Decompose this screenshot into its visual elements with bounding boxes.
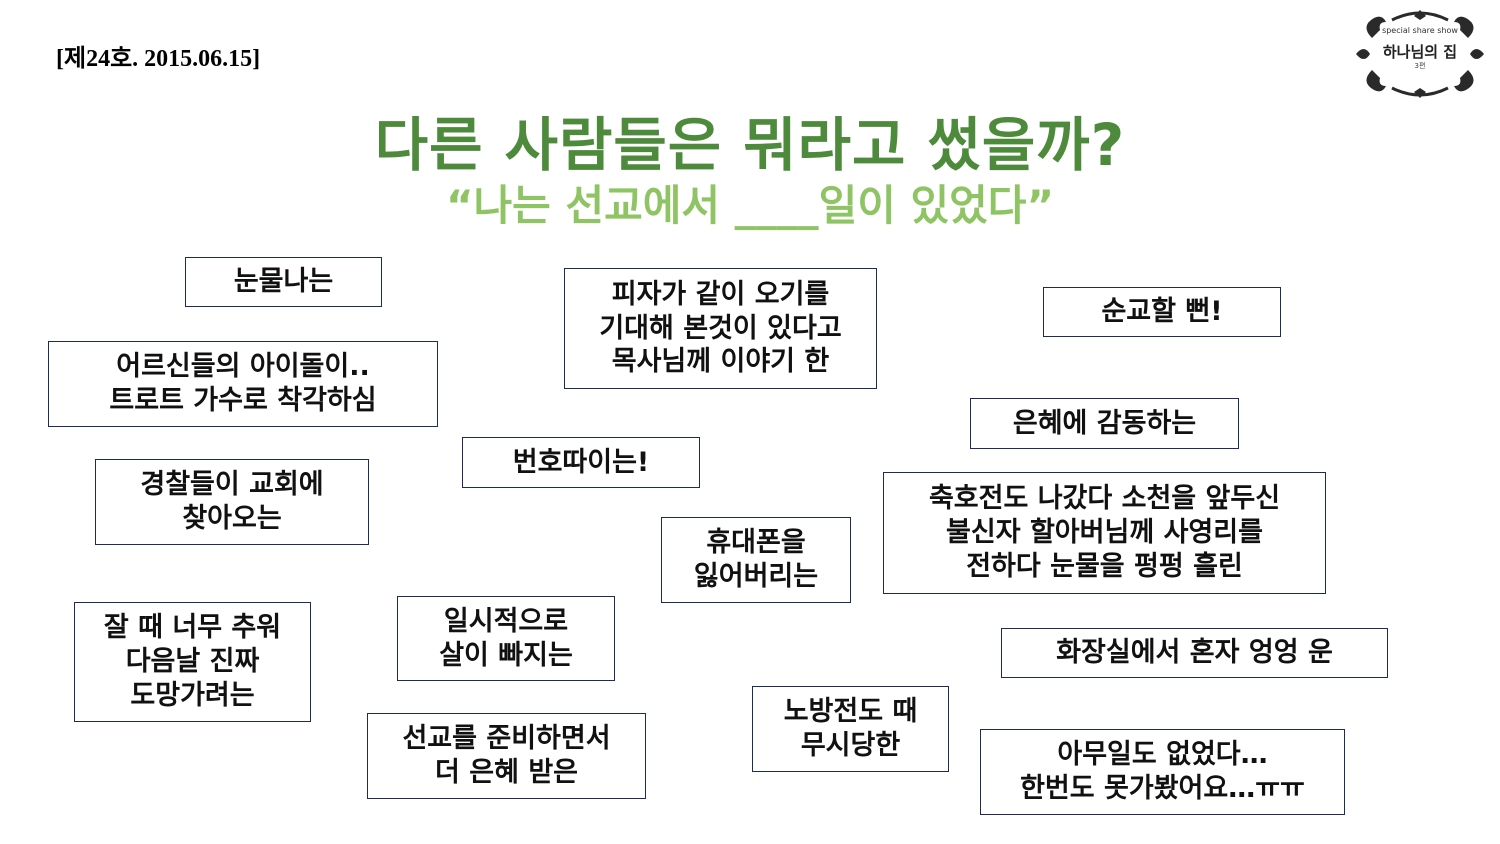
answer-box: 피자가 같이 오기를 기대해 본것이 있다고 목사님께 이야기 한 xyxy=(564,268,877,389)
answer-line: 은혜에 감동하는 xyxy=(1012,407,1197,439)
answer-box: 축호전도 나갔다 소천을 앞두신 불신자 할아버님께 사영리를 전하다 눈물을 … xyxy=(883,472,1326,594)
logo-top-text: special share show xyxy=(1382,26,1458,35)
answer-line: 목사님께 이야기 한 xyxy=(611,346,830,378)
logo: special share show 하나님의 집 3편 xyxy=(1352,8,1488,98)
answer-line: 번호따이는! xyxy=(512,446,650,478)
answer-line: 순교할 뻔! xyxy=(1101,296,1223,328)
answer-line: 도망가려는 xyxy=(130,679,255,711)
answer-box: 경찰들이 교회에 찾아오는 xyxy=(95,459,369,545)
answer-box: 잘 때 너무 추워 다음날 진짜 도망가려는 xyxy=(74,602,311,722)
answer-box: 은혜에 감동하는 xyxy=(970,398,1239,449)
page-title: 다른 사람들은 뭐라고 썼을까? xyxy=(374,111,1126,179)
answer-line: 어르신들의 아이돌이.. xyxy=(116,351,370,383)
answer-line: 한번도 못가봤어요…ㅠㅠ xyxy=(1020,773,1305,804)
logo-bottom-text: 3편 xyxy=(1414,62,1426,70)
answer-box: 어르신들의 아이돌이.. 트로트 가수로 착각하심 xyxy=(48,341,438,427)
answer-line: 아무일도 없었다… xyxy=(1057,739,1268,771)
answer-line: 일시적으로 xyxy=(443,605,569,637)
answer-line: 살이 빠지는 xyxy=(439,639,573,671)
answer-box: 눈물나는 xyxy=(185,257,382,307)
page-subtitle: “나는 선교에서 ____일이 있었다” xyxy=(445,181,1055,230)
answer-line: 잃어버리는 xyxy=(693,561,819,592)
answer-line: 전하다 눈물을 펑펑 흘린 xyxy=(966,550,1243,582)
answer-box: 노방전도 때 무시당한 xyxy=(752,686,949,772)
answer-box: 순교할 뻔! xyxy=(1043,287,1281,337)
answer-line: 찾아오는 xyxy=(182,503,282,534)
answer-line: 눈물나는 xyxy=(233,266,334,298)
answer-box: 선교를 준비하면서 더 은혜 받은 xyxy=(367,713,646,799)
answer-line: 트로트 가수로 착각하심 xyxy=(109,385,377,416)
answer-line: 노방전도 때 xyxy=(783,696,918,728)
answer-box: 일시적으로 살이 빠지는 xyxy=(397,596,615,681)
answer-line: 더 은혜 받은 xyxy=(435,757,578,788)
answer-line: 화장실에서 혼자 엉엉 운 xyxy=(1056,637,1333,669)
answer-box: 화장실에서 혼자 엉엉 운 xyxy=(1001,628,1388,678)
answer-line: 경찰들이 교회에 xyxy=(140,469,324,501)
answer-line: 잘 때 너무 추워 xyxy=(103,612,282,644)
answer-line: 다음날 진짜 xyxy=(125,646,260,678)
answer-line: 휴대폰을 xyxy=(706,527,806,559)
issue-label: [제24호. 2015.06.15] xyxy=(56,46,261,72)
answer-line: 무시당한 xyxy=(800,730,901,761)
answer-line: 기대해 본것이 있다고 xyxy=(599,312,842,344)
logo-main-text: 하나님의 집 xyxy=(1382,43,1458,61)
answer-line: 불신자 할아버님께 사영리를 xyxy=(946,517,1263,549)
answer-line: 축호전도 나갔다 소천을 앞두신 xyxy=(928,483,1281,515)
answer-line: 피자가 같이 오기를 xyxy=(611,278,830,310)
answer-box: 아무일도 없었다… 한번도 못가봤어요…ㅠㅠ xyxy=(980,729,1345,815)
answer-box: 번호따이는! xyxy=(462,437,700,488)
answer-line: 선교를 준비하면서 xyxy=(402,723,611,755)
answer-box: 휴대폰을 잃어버리는 xyxy=(661,517,851,603)
ornament-frame-icon xyxy=(1356,10,1484,98)
